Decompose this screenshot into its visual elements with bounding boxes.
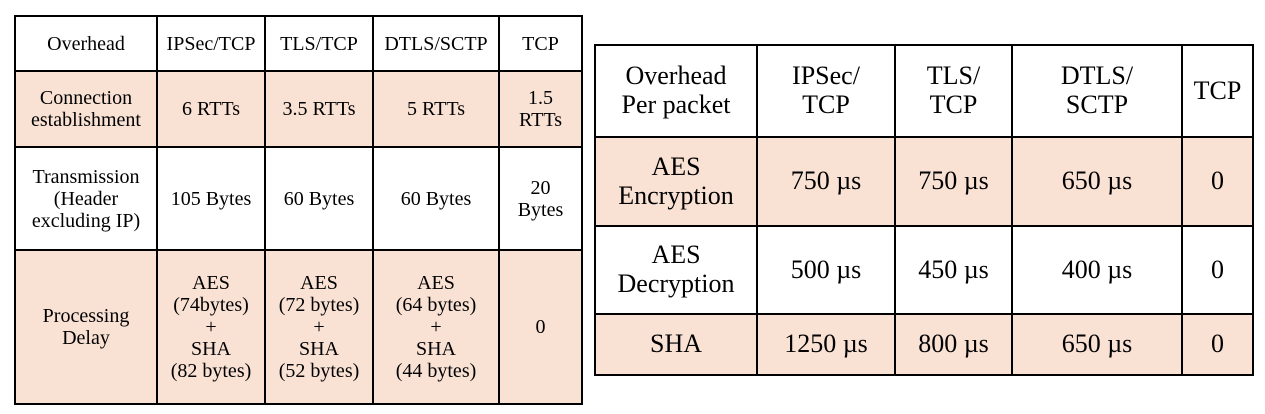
table-cell: 60 Bytes (372, 146, 500, 251)
table-cell: 500 µs (756, 225, 896, 315)
table-header-row: Overhead IPSec/TCP TLS/TCP DTLS/SCTP TCP (14, 15, 583, 72)
header-cell-overhead: Overhead (14, 15, 158, 72)
table-cell: 750 µs (756, 136, 896, 227)
header-cell-ipsec-tcp: IPSec/TCP (156, 15, 266, 72)
header-cell-dtls-sctp: DTLS/ SCTP (1011, 44, 1183, 138)
table-cell: 750 µs (894, 136, 1013, 227)
table-cell: 800 µs (894, 313, 1013, 376)
table-cell: 6 RTTs (156, 70, 266, 148)
header-cell-tls-tcp: TLS/TCP (264, 15, 374, 72)
table-cell: AES (74bytes) + SHA (82 bytes) (156, 249, 266, 405)
table-cell: 0 (1181, 136, 1254, 227)
header-cell-tls-tcp: TLS/ TCP (894, 44, 1013, 138)
header-cell-tcp: TCP (498, 15, 583, 72)
table-cell: 0 (1181, 225, 1254, 315)
table-cell: 60 Bytes (264, 146, 374, 251)
table-row: AES Decryption 500 µs 450 µs 400 µs 0 (594, 225, 1254, 315)
row-label-transmission: Transmission (Header excluding IP) (14, 146, 158, 251)
table-cell: 650 µs (1011, 313, 1183, 376)
header-cell-overhead-per-packet: Overhead Per packet (594, 44, 758, 138)
table-row: Connection establishment 6 RTTs 3.5 RTTs… (14, 70, 583, 148)
header-cell-dtls-sctp: DTLS/SCTP (372, 15, 500, 72)
table-row: SHA 1250 µs 800 µs 650 µs 0 (594, 313, 1254, 376)
table-cell: 1.5 RTTs (498, 70, 583, 148)
row-label-sha: SHA (594, 313, 758, 376)
table-cell: 650 µs (1011, 136, 1183, 227)
header-cell-tcp: TCP (1181, 44, 1254, 138)
table-cell: AES (72 bytes) + SHA (52 bytes) (264, 249, 374, 405)
overhead-comparison-table: Overhead IPSec/TCP TLS/TCP DTLS/SCTP TCP… (14, 15, 583, 405)
table-row: Processing Delay AES (74bytes) + SHA (82… (14, 249, 583, 405)
table-header-row: Overhead Per packet IPSec/ TCP TLS/ TCP … (594, 44, 1254, 138)
table-cell: 20 Bytes (498, 146, 583, 251)
row-label-aes-encryption: AES Encryption (594, 136, 758, 227)
table-cell: 450 µs (894, 225, 1013, 315)
table-cell: AES (64 bytes) + SHA (44 bytes) (372, 249, 500, 405)
table-cell: 5 RTTs (372, 70, 500, 148)
table-cell: 105 Bytes (156, 146, 266, 251)
table-row: Transmission (Header excluding IP) 105 B… (14, 146, 583, 251)
table-row: AES Encryption 750 µs 750 µs 650 µs 0 (594, 136, 1254, 227)
table-cell: 1250 µs (756, 313, 896, 376)
table-cell: 400 µs (1011, 225, 1183, 315)
header-cell-ipsec-tcp: IPSec/ TCP (756, 44, 896, 138)
per-packet-overhead-table: Overhead Per packet IPSec/ TCP TLS/ TCP … (594, 44, 1254, 376)
row-label-connection-establishment: Connection establishment (14, 70, 158, 148)
table-cell: 3.5 RTTs (264, 70, 374, 148)
table-cell: 0 (498, 249, 583, 405)
row-label-aes-decryption: AES Decryption (594, 225, 758, 315)
table-cell: 0 (1181, 313, 1254, 376)
row-label-processing-delay: Processing Delay (14, 249, 158, 405)
